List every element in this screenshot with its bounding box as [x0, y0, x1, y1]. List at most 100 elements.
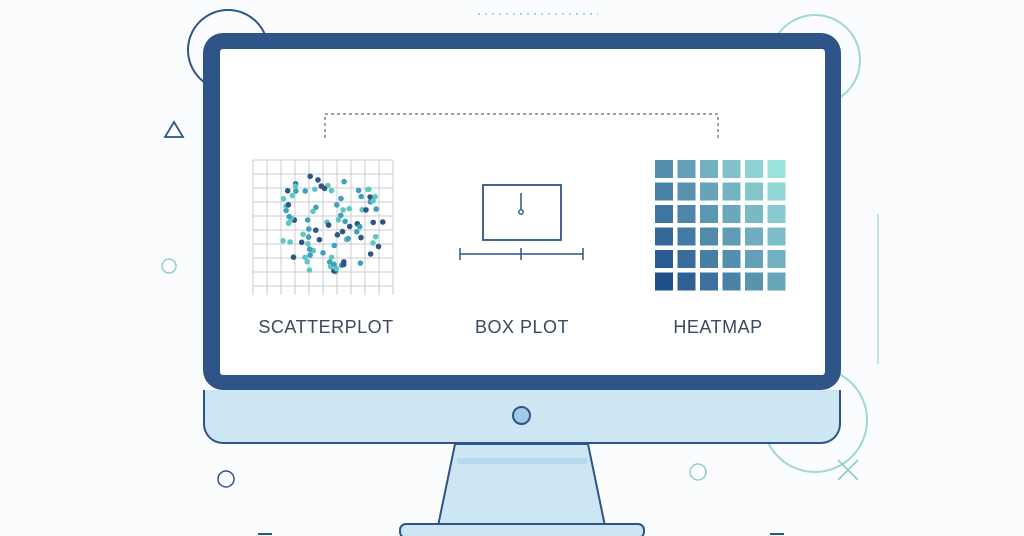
scatter-dot [290, 254, 297, 260]
scatter-dot [313, 227, 319, 233]
heatmap-cell [655, 182, 673, 201]
scatterplot-label: SCATTERPLOT [258, 317, 394, 337]
scatter-dot [331, 242, 338, 249]
heatmap-cell [722, 272, 741, 291]
scatter-dot [331, 261, 337, 268]
heatmap-cell [700, 250, 718, 268]
scatter-dot [298, 239, 305, 246]
power-button-icon [512, 406, 531, 425]
scatter-dot [286, 213, 293, 220]
heatmap-cell [722, 250, 741, 268]
scatter-dot [293, 188, 299, 194]
heatmap-cell [655, 227, 673, 246]
scatter-dot [320, 250, 326, 256]
heatmap-cell [745, 227, 763, 246]
scatter-dot [304, 217, 311, 223]
scatter-dot [284, 188, 291, 194]
scatter-dot [375, 243, 382, 250]
scatter-dot [302, 254, 308, 261]
scatter-dot [373, 206, 379, 212]
heatmap-cell [767, 250, 786, 268]
scatter-dot [287, 239, 293, 245]
heatmap-cell [655, 272, 673, 291]
scatter-dot [305, 234, 312, 240]
heatmap-cell [722, 160, 741, 178]
heatmap-cell [677, 227, 696, 246]
scatter-dot [328, 187, 335, 194]
scatter-dot [356, 223, 363, 230]
scatter-dot [370, 240, 376, 246]
scatter-dot [346, 223, 353, 230]
scatter-dot [334, 202, 340, 208]
scatter-dot [325, 222, 332, 228]
scatter-dot [326, 259, 333, 265]
heatmap-cell [700, 205, 718, 223]
scatter-dot [305, 241, 311, 247]
scatter-dot [340, 261, 347, 268]
x-mark-icon [837, 459, 859, 481]
scatter-dot [289, 192, 296, 199]
stand-base [399, 523, 645, 536]
scatter-dot [345, 235, 351, 242]
scatter-dot [334, 232, 341, 238]
scatter-dot [367, 251, 374, 257]
heatmap-cell [767, 272, 786, 291]
scatter-dot [363, 207, 369, 213]
scatter-dot [367, 194, 373, 200]
scatter-dot [285, 202, 292, 208]
scatter-dot [328, 254, 335, 261]
scatter-dot [280, 237, 286, 244]
heatmap-cell [677, 160, 696, 178]
scatter-dot [302, 188, 309, 194]
scatter-dot [312, 186, 318, 193]
scatter-dot [340, 207, 347, 213]
scatter-dot [354, 229, 360, 235]
heatmap-cell [677, 205, 696, 223]
scatter-dot [280, 195, 287, 202]
heatmap-cell [722, 182, 741, 201]
scatter-dot [339, 228, 346, 235]
scatter-dot [333, 265, 340, 272]
heatmap-cell [722, 205, 741, 223]
scatter-dot [306, 267, 313, 273]
scatter-dot [304, 259, 311, 265]
heatmap-cell [745, 272, 763, 291]
scatter-dot [316, 236, 323, 243]
heatmap-cell [767, 227, 786, 246]
scatter-dot [341, 178, 347, 185]
scatter-dot [307, 252, 313, 258]
deco-small-circle-left [161, 258, 177, 274]
heatmap-cell [677, 182, 696, 201]
heatmap-cell [745, 250, 763, 268]
heatmap-cell [745, 205, 763, 223]
scatter-dot [307, 173, 314, 180]
scatter-dot [372, 234, 379, 240]
heatmap-cell [767, 160, 786, 178]
deco-small-circle-bottomright [689, 463, 707, 481]
scatter-dot [338, 195, 344, 202]
heatmap-cell [745, 182, 763, 201]
heatmap-cell [722, 227, 741, 246]
scatter-dot [355, 187, 362, 194]
scatter-dot [315, 177, 321, 183]
scatter-dot [358, 193, 365, 200]
scatter-dot [380, 219, 386, 225]
scatter-dot [338, 212, 344, 219]
heatmap-cell [677, 272, 696, 291]
stand-neck-shade [457, 458, 587, 464]
scatter-dot [292, 183, 299, 189]
scatter-dot [358, 234, 364, 241]
scatter-dot [335, 217, 342, 223]
scatter-dot [346, 205, 353, 212]
scatter-dot [365, 186, 371, 193]
scatter-dot [342, 218, 348, 225]
scatter-dot [370, 198, 376, 204]
heatmap-cell [700, 227, 718, 246]
heatmap-cell [745, 160, 763, 178]
deco-small-circle-bottomleft [217, 470, 235, 488]
scatter-dot [306, 226, 312, 232]
